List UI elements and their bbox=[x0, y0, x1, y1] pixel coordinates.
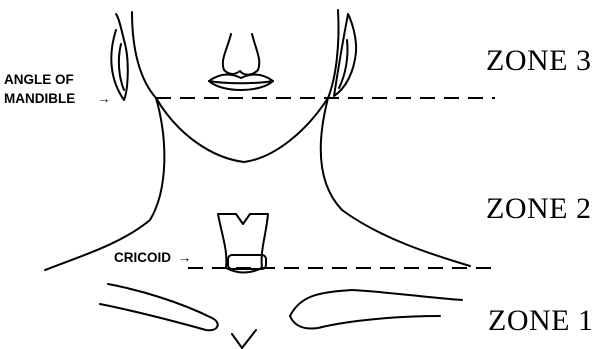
cricoid-ring bbox=[228, 255, 266, 269]
angle-label-line1: ANGLE OF bbox=[4, 70, 111, 89]
zone-3-label: ZONE 3 bbox=[486, 44, 591, 78]
neck-right bbox=[321, 98, 470, 266]
cricoid-arrow-icon: → bbox=[178, 250, 192, 265]
face-left-side bbox=[132, 12, 156, 98]
angle-label-line2: MANDIBLE → bbox=[4, 89, 111, 108]
jaw-line bbox=[156, 98, 328, 162]
angle-of-mandible-label: ANGLE OF MANDIBLE → bbox=[4, 70, 111, 108]
angle-label-text: MANDIBLE bbox=[4, 91, 75, 106]
face-right-side bbox=[328, 10, 339, 98]
zone-2-label: ZONE 2 bbox=[486, 192, 591, 226]
right-clavicle-lower bbox=[290, 316, 440, 329]
neck-left bbox=[45, 98, 164, 270]
sternal-notch bbox=[232, 330, 256, 348]
zone-1-label: ZONE 1 bbox=[488, 304, 593, 338]
left-ear-inner bbox=[119, 44, 124, 90]
right-clavicle bbox=[290, 290, 462, 316]
left-clavicle bbox=[100, 284, 218, 330]
mouth-line bbox=[209, 81, 273, 83]
nose bbox=[223, 34, 260, 75]
cricoid-label: CRICOID → bbox=[114, 248, 191, 267]
right-ear-inner bbox=[339, 40, 348, 88]
mouth-upper bbox=[209, 75, 273, 81]
thyroid-cartilage bbox=[218, 214, 268, 273]
cricoid-label-text: CRICOID bbox=[114, 250, 171, 265]
angle-arrow-icon: → bbox=[97, 91, 111, 106]
